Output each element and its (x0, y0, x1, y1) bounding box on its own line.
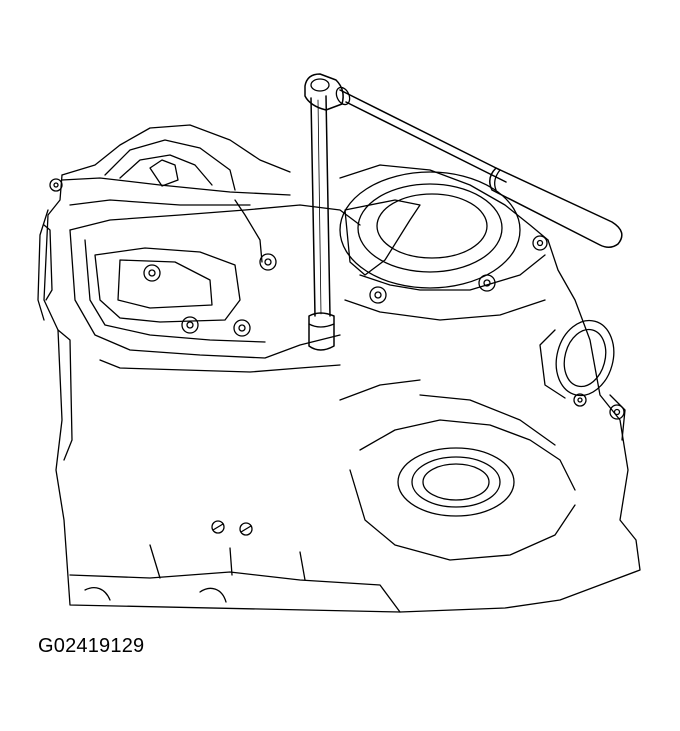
t-handle-head (305, 74, 343, 110)
bolt-10 (574, 394, 586, 406)
differential-bore (340, 380, 575, 560)
extension-bar (311, 96, 330, 316)
bolt-8 (50, 179, 62, 191)
bolt-12 (240, 523, 252, 535)
bolt-11 (212, 521, 224, 533)
dome-cover (340, 172, 545, 320)
bolt-4 (234, 320, 250, 336)
transmission-illustration (0, 0, 680, 620)
bolt-9 (610, 405, 624, 419)
cover-bolts (50, 179, 624, 535)
bolt-6 (479, 275, 495, 291)
lifting-bracket (62, 140, 290, 262)
socket (309, 313, 334, 350)
handle-grip (490, 168, 622, 247)
bolt-2 (260, 254, 276, 270)
bolt-3 (182, 317, 198, 333)
socket-wrench-tool (305, 74, 622, 350)
figure-id-label: G02419129 (38, 635, 145, 657)
handle-bar (340, 90, 506, 182)
bolt-1 (144, 265, 160, 281)
transmission-housing (38, 125, 640, 612)
bolt-7 (533, 236, 547, 250)
bolt-5 (370, 287, 386, 303)
output-port (540, 314, 625, 440)
top-cover (70, 205, 360, 372)
